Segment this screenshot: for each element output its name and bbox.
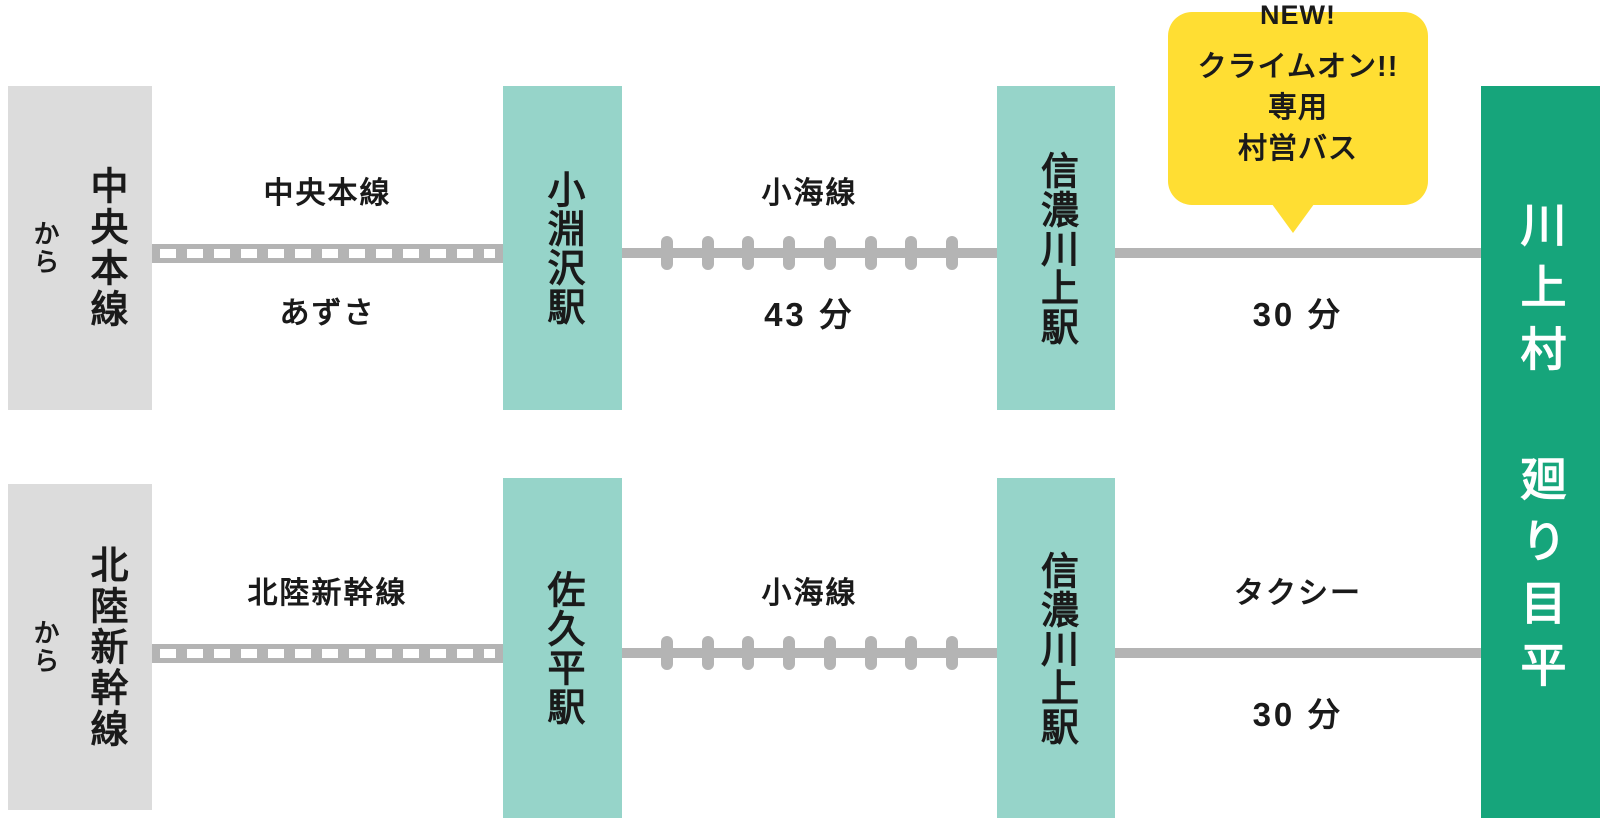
duration-label: 43 分 xyxy=(764,296,855,333)
local-rail-line xyxy=(622,636,997,670)
segment-koumi-line-top: 小海線 43 分 xyxy=(622,86,997,410)
destination-label: 川上村 廻り目平 xyxy=(1514,201,1567,703)
speech-bubble-village-bus: クライムオン!! 専用 村営バス xyxy=(1168,12,1428,205)
segment-chuo-honsen: 中央本線 あずさ xyxy=(152,86,503,410)
line-name-label: 小海線 xyxy=(761,177,858,210)
train-name-label: あずさ xyxy=(279,297,376,330)
station-box-shinano-kawakami-top: 信濃川上駅 xyxy=(997,86,1115,410)
line-name-label: 小海線 xyxy=(761,577,858,610)
origin-suffix-label: から xyxy=(30,220,60,276)
shinkansen-rail-line xyxy=(152,244,503,263)
rail-ticks xyxy=(632,636,987,670)
line-name-label: 中央本線 xyxy=(263,177,392,210)
local-rail-line xyxy=(622,236,997,270)
duration-label: 30 分 xyxy=(1252,296,1344,333)
duration-label: 30 分 xyxy=(1252,696,1344,733)
segment-hokuriku-shinkansen: 北陸新幹線 xyxy=(152,486,503,810)
origin-line-label: 中央本線 xyxy=(84,166,126,330)
bubble-line-2: 専用 xyxy=(1267,91,1328,124)
destination-box-kawakami-mawarimedaira: 川上村 廻り目平 xyxy=(1481,86,1600,818)
station-name-label: 小淵沢駅 xyxy=(541,170,583,326)
segment-taxi: タクシー 30 分 xyxy=(1115,486,1481,810)
shinkansen-rail-line xyxy=(152,644,503,663)
station-box-shinano-kawakami-bottom: 信濃川上駅 xyxy=(997,478,1115,818)
station-name-label: 信濃川上駅 xyxy=(1034,150,1077,346)
station-name-label: 信濃川上駅 xyxy=(1034,550,1077,746)
station-name-label: 佐久平駅 xyxy=(541,570,583,726)
segment-koumi-line-bottom: 小海線 xyxy=(622,486,997,810)
new-badge: NEW! xyxy=(1260,0,1336,30)
bubble-line-1: クライムオン!! xyxy=(1197,50,1399,83)
station-box-kobuchizawa: 小淵沢駅 xyxy=(503,86,622,410)
segment-village-bus: 30 分 xyxy=(1115,86,1481,410)
station-box-sakudaira: 佐久平駅 xyxy=(503,478,622,818)
road-line xyxy=(1115,248,1481,258)
origin-suffix-label: から xyxy=(30,619,60,675)
rail-ticks xyxy=(632,236,987,270)
line-name-label: 北陸新幹線 xyxy=(247,577,408,610)
bubble-tail xyxy=(1269,200,1317,233)
transport-label: タクシー xyxy=(1234,577,1362,610)
origin-box-hokuriku-shinkansen: から 北陸新幹線 xyxy=(8,484,152,810)
bubble-line-3: 村営バス xyxy=(1237,133,1358,166)
road-line xyxy=(1115,648,1481,658)
origin-box-chuo-honsen: から 中央本線 xyxy=(8,86,152,410)
origin-line-label: 北陸新幹線 xyxy=(84,544,126,750)
